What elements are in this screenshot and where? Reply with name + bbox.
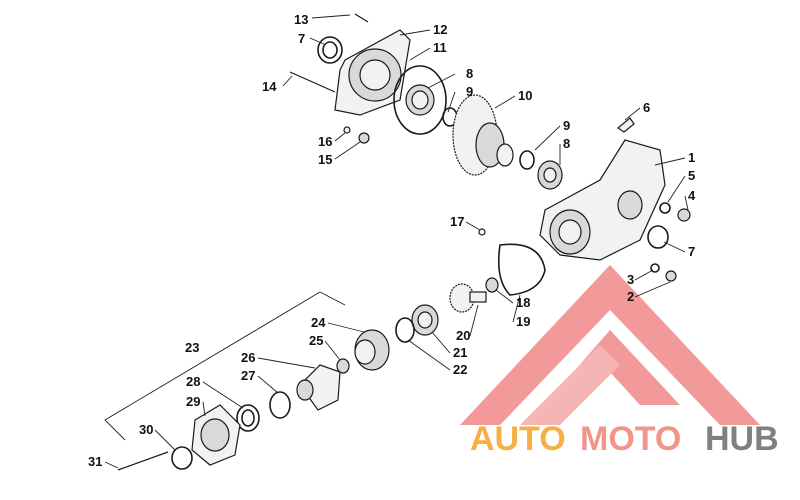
callout-22: 22 bbox=[453, 362, 467, 377]
callout-1: 1 bbox=[688, 150, 695, 165]
bearing-8-top-inner bbox=[411, 90, 429, 110]
callout-7-top: 7 bbox=[298, 31, 305, 46]
callout-17: 17 bbox=[450, 214, 464, 229]
callout-13: 13 bbox=[294, 12, 308, 27]
nut-25 bbox=[336, 358, 350, 374]
plug-4 bbox=[677, 208, 691, 222]
callout-29: 29 bbox=[186, 394, 200, 409]
leader-lines bbox=[104, 14, 689, 469]
watermark-logo-triangle bbox=[460, 265, 760, 425]
callout-30: 30 bbox=[139, 422, 153, 437]
housing-1 bbox=[539, 117, 691, 282]
cover-bore-inner bbox=[359, 59, 391, 91]
callout-12: 12 bbox=[433, 22, 447, 37]
watermark-text: AUTO MOTO HUB bbox=[470, 420, 779, 458]
end-cover-bore bbox=[200, 418, 230, 452]
breather-fitting-6 bbox=[616, 117, 635, 133]
callout-20: 20 bbox=[456, 328, 470, 343]
bearing-18 bbox=[485, 277, 499, 293]
washer-5 bbox=[659, 202, 671, 214]
callout-26: 26 bbox=[241, 350, 255, 365]
callout-31: 31 bbox=[88, 454, 102, 469]
seal-28-inner bbox=[241, 409, 255, 427]
snap-ring-22 bbox=[395, 317, 415, 343]
coupler-24-face bbox=[354, 339, 376, 365]
callout-9-mid: 9 bbox=[563, 118, 570, 133]
watermark-word-hub: HUB bbox=[705, 420, 779, 458]
washer-16 bbox=[343, 126, 351, 134]
callout-23: 23 bbox=[185, 340, 199, 355]
plug-2 bbox=[665, 270, 677, 282]
seal-28 bbox=[236, 404, 260, 432]
ring-9-mid bbox=[519, 150, 535, 170]
ring-gear-shaft bbox=[496, 143, 514, 167]
callout-8-mid: 8 bbox=[563, 136, 570, 151]
gasket-11 bbox=[393, 65, 447, 135]
callout-15: 15 bbox=[318, 152, 332, 167]
callout-28: 28 bbox=[186, 374, 200, 389]
bolt-13 bbox=[354, 13, 369, 23]
gasket-19 bbox=[497, 243, 546, 296]
bearing-21-inner bbox=[417, 311, 433, 329]
assembly-23-bracket-end bbox=[319, 291, 346, 306]
pinion-shaft bbox=[469, 291, 487, 303]
assembly-23-bracket bbox=[104, 291, 321, 441]
shaft-26 bbox=[296, 364, 341, 411]
bolt-31 bbox=[117, 451, 169, 471]
callout-24: 24 bbox=[311, 315, 326, 330]
bearing-8-mid-inner bbox=[543, 167, 557, 183]
watermark-word-moto: MOTO bbox=[580, 420, 681, 458]
callout-27: 27 bbox=[241, 368, 255, 383]
callout-21: 21 bbox=[453, 345, 467, 360]
shaft-end bbox=[296, 379, 314, 401]
snap-ring-27 bbox=[269, 391, 291, 419]
seal-7-housing bbox=[647, 225, 669, 249]
seal-30 bbox=[171, 446, 193, 470]
shaft-housing bbox=[299, 364, 341, 411]
pin-17 bbox=[478, 228, 486, 236]
bolt-14 bbox=[289, 71, 336, 93]
housing-port-left-inner bbox=[558, 219, 582, 245]
callout-3: 3 bbox=[627, 272, 634, 287]
callout-18: 18 bbox=[516, 295, 530, 310]
callout-19: 19 bbox=[516, 314, 530, 329]
callout-9-top: 9 bbox=[466, 84, 473, 99]
callout-25: 25 bbox=[309, 333, 323, 348]
callout-10: 10 bbox=[518, 88, 532, 103]
callout-2: 2 bbox=[627, 289, 634, 304]
nut-15 bbox=[358, 132, 370, 144]
end-cover-29 bbox=[191, 404, 241, 466]
callout-labels: 13 7 12 11 14 8 9 10 16 15 9 8 6 1 5 4 7… bbox=[88, 12, 696, 469]
callout-16: 16 bbox=[318, 134, 332, 149]
callout-4: 4 bbox=[688, 188, 696, 203]
watermark-word-auto: AUTO bbox=[470, 420, 566, 458]
washer-3 bbox=[650, 263, 660, 273]
ring-gear-10 bbox=[452, 94, 514, 176]
housing-port-right bbox=[617, 190, 643, 220]
callout-6: 6 bbox=[643, 100, 650, 115]
callout-7-housing: 7 bbox=[688, 244, 695, 259]
seal-7-top bbox=[317, 36, 343, 64]
callout-11: 11 bbox=[433, 40, 447, 55]
seal-7-top-inner bbox=[322, 41, 338, 59]
callout-5: 5 bbox=[688, 168, 695, 183]
callout-8-top: 8 bbox=[466, 66, 473, 81]
cover-assembly bbox=[289, 13, 411, 144]
callout-14: 14 bbox=[262, 79, 277, 94]
pinion-20 bbox=[449, 283, 487, 313]
